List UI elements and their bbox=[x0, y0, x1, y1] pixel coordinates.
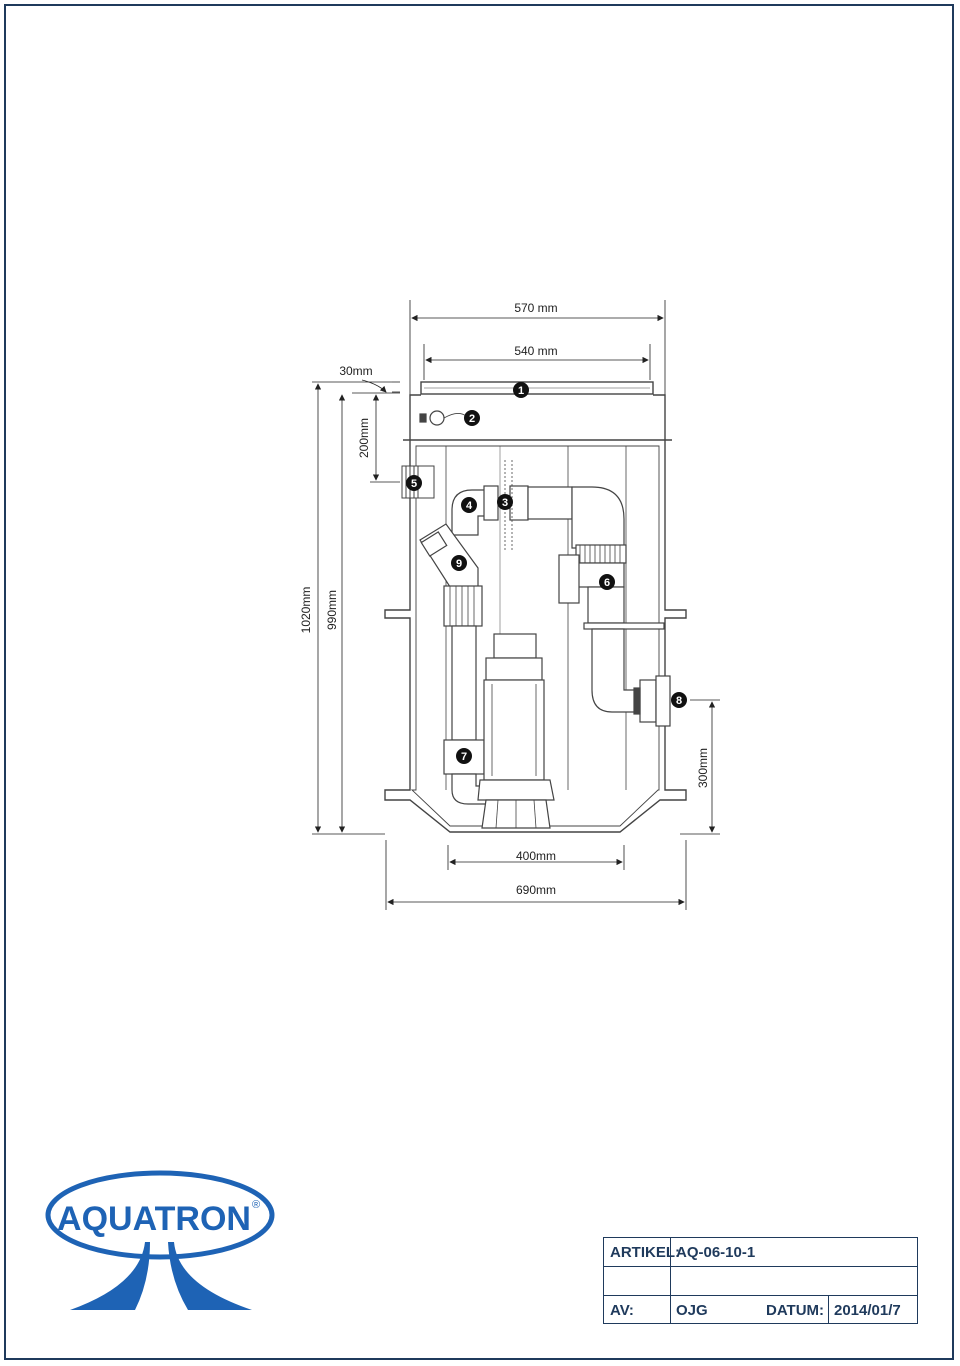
av-label: AV: bbox=[610, 1301, 634, 1319]
dimension-1020: 1020mm bbox=[299, 381, 392, 835]
aquatron-logo: AQUATRON ® bbox=[45, 1170, 275, 1310]
check-valve-riser bbox=[419, 523, 491, 805]
callout-1: 1 bbox=[513, 382, 529, 398]
callout-5: 5 bbox=[406, 475, 422, 491]
title-row-artikel: ARTIKEL: AQ-06-10-1 bbox=[604, 1238, 917, 1267]
dim-label-30: 30mm bbox=[339, 364, 372, 378]
dimension-690: 690mm bbox=[385, 840, 687, 910]
dimension-400: 400mm bbox=[447, 845, 625, 870]
title-block: ARTIKEL: AQ-06-10-1 AV: OJG DATUM: 2014/… bbox=[603, 1237, 918, 1324]
svg-text:7: 7 bbox=[461, 751, 467, 763]
svg-text:6: 6 bbox=[604, 577, 610, 589]
dimension-200: 200mm bbox=[352, 392, 400, 483]
callout-6: 6 bbox=[599, 574, 615, 590]
svg-text:4: 4 bbox=[466, 500, 473, 512]
logo-text: AQUATRON bbox=[57, 1200, 251, 1238]
callout-3: 3 bbox=[497, 494, 513, 510]
svg-text:2: 2 bbox=[469, 413, 475, 425]
svg-text:3: 3 bbox=[502, 497, 508, 509]
callout-9: 9 bbox=[451, 555, 467, 571]
dimension-570: 570 mm bbox=[409, 300, 666, 440]
svg-text:1: 1 bbox=[518, 385, 524, 397]
dim-label-540: 540 mm bbox=[514, 344, 557, 358]
svg-text:8: 8 bbox=[676, 695, 682, 707]
datum-value: 2014/01/7 bbox=[834, 1301, 901, 1319]
dim-label-300: 300mm bbox=[696, 748, 710, 788]
pump bbox=[477, 633, 555, 829]
title-row-empty bbox=[604, 1267, 917, 1296]
dim-label-990: 990mm bbox=[325, 590, 339, 630]
dim-label-690: 690mm bbox=[516, 883, 556, 897]
logo-registered-mark: ® bbox=[252, 1199, 260, 1211]
datum-label: DATUM: bbox=[766, 1301, 825, 1319]
dimension-30: 30mm bbox=[339, 364, 400, 393]
svg-text:9: 9 bbox=[456, 558, 462, 570]
lid bbox=[420, 381, 654, 395]
dim-label-1020: 1020mm bbox=[299, 587, 313, 634]
dimension-540: 540 mm bbox=[423, 344, 651, 380]
svg-text:5: 5 bbox=[411, 478, 417, 490]
dim-label-570: 570 mm bbox=[514, 301, 557, 315]
dim-label-400: 400mm bbox=[516, 849, 556, 863]
artikel-label: ARTIKEL: bbox=[610, 1243, 680, 1261]
dim-label-200: 200mm bbox=[357, 418, 371, 458]
callout-7: 7 bbox=[456, 748, 472, 764]
tank bbox=[384, 381, 687, 833]
artikel-value: AQ-06-10-1 bbox=[676, 1243, 756, 1261]
drawing-frame bbox=[4, 4, 954, 1360]
av-value: OJG bbox=[676, 1301, 708, 1319]
lifting-hook bbox=[419, 410, 467, 426]
callout-4: 4 bbox=[461, 497, 477, 513]
title-row-av-datum: AV: OJG DATUM: 2014/01/7 bbox=[604, 1296, 917, 1324]
callout-8: 8 bbox=[671, 692, 687, 708]
dimension-990: 990mm bbox=[325, 394, 346, 833]
dimension-300: 300mm bbox=[680, 699, 720, 835]
callout-2: 2 bbox=[464, 410, 480, 426]
